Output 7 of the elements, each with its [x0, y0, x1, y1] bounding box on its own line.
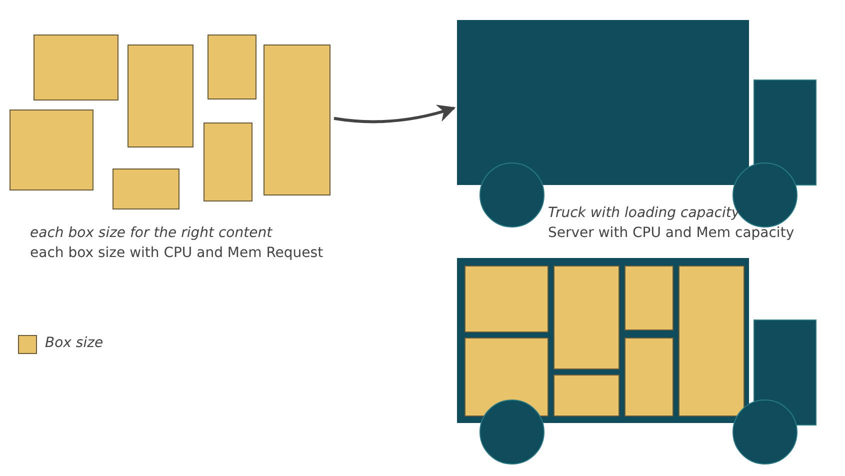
arrow [334, 104, 456, 124]
caption-text: Truck with loading capacity [548, 205, 740, 221]
legend-label: Box size [45, 335, 104, 351]
caption-text: each box size with CPU and Mem Request [30, 245, 324, 261]
caption-text: Server with CPU and Mem capacity [548, 225, 794, 241]
caption-text: each box size for the right content [30, 225, 272, 241]
boxes-drawing [8, 32, 332, 212]
